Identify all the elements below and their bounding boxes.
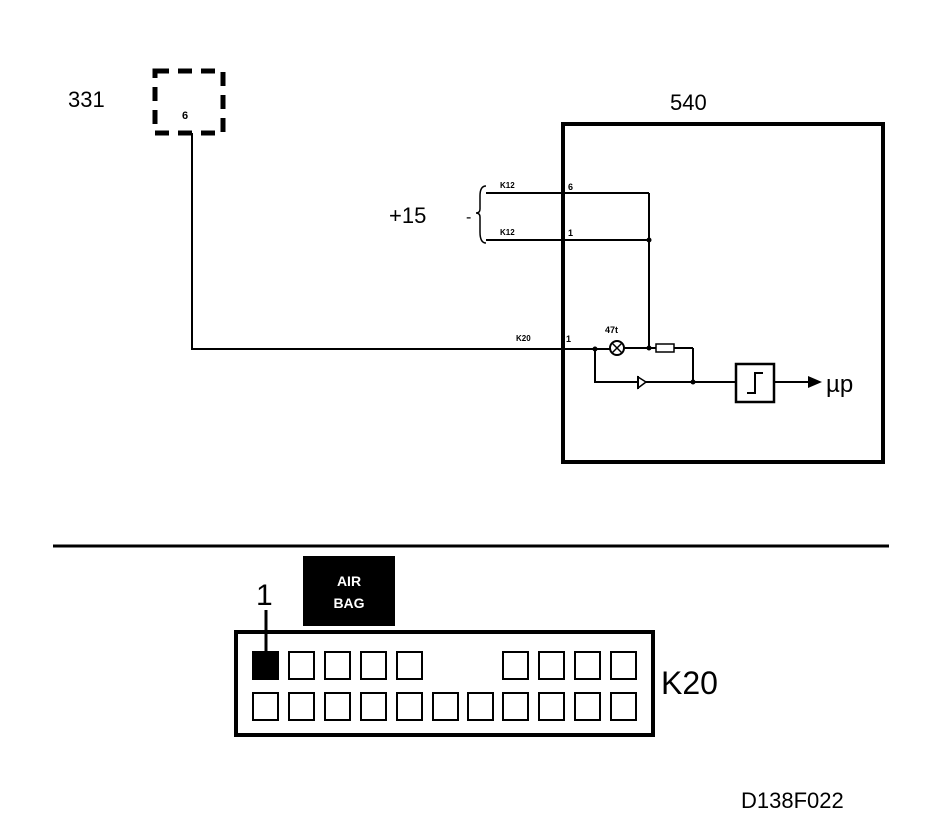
lamp-icon <box>611 342 623 354</box>
connector-top-row <box>252 651 637 680</box>
connector-pin <box>574 651 601 680</box>
wire-k20-label: K20 <box>516 334 531 343</box>
wire-k12-mid-label: K12 <box>500 228 515 237</box>
connector-k20-housing <box>234 630 655 737</box>
output-label: µp <box>826 371 853 398</box>
connector-pin <box>396 651 423 680</box>
connector-pin <box>610 692 637 721</box>
connector-pin <box>288 651 315 680</box>
lamp-label: 47t <box>605 325 618 335</box>
junction-dot <box>646 237 652 243</box>
connector-pin <box>324 692 351 721</box>
connector-pin <box>467 692 494 721</box>
connector-bottom-row <box>252 692 637 721</box>
pin-1-label: 1 <box>256 579 273 612</box>
connector-pin <box>574 692 601 721</box>
connector-pin <box>360 651 387 680</box>
supply-brace <box>475 185 487 244</box>
wire-k12-top-label: K12 <box>500 181 515 190</box>
airbag-badge <box>303 556 395 626</box>
junction-dot <box>646 345 652 351</box>
connector-pin <box>502 651 529 680</box>
component-331-box <box>152 68 226 136</box>
supply-label: +15 <box>389 203 426 228</box>
component-540-box <box>561 122 885 464</box>
arrow-icon <box>808 376 822 388</box>
supply-dash: - <box>466 209 471 226</box>
airbag-badge-line2: BAG <box>333 595 364 611</box>
wire-331-to-540 <box>191 133 563 350</box>
wire-k12-top-pin: 6 <box>568 182 573 192</box>
connector-pin <box>324 651 351 680</box>
connector-name-label: K20 <box>661 665 718 701</box>
connector-pin <box>610 651 637 680</box>
wire-k12-mid-pin: 1 <box>568 228 573 238</box>
connector-pin <box>288 692 315 721</box>
connector-pin <box>502 692 529 721</box>
schmitt-trigger-symbol <box>747 372 763 394</box>
component-331-pin: 6 <box>182 110 188 122</box>
connector-pin <box>432 692 459 721</box>
wire-k20-pin: 1 <box>566 334 571 344</box>
connector-pin <box>252 692 279 721</box>
connector-pin <box>360 692 387 721</box>
component-540-label: 540 <box>670 90 707 115</box>
airbag-badge-line1: AIR <box>337 573 361 589</box>
figure-code: D138F022 <box>741 788 844 813</box>
diode-icon <box>637 375 648 390</box>
connector-pin <box>538 651 565 680</box>
resistor-icon <box>655 343 675 353</box>
connector-pin <box>538 692 565 721</box>
connector-pin <box>396 692 423 721</box>
internal-diode-branch <box>594 349 693 383</box>
connector-pin-highlighted <box>252 651 279 680</box>
component-331-label: 331 <box>68 87 105 112</box>
